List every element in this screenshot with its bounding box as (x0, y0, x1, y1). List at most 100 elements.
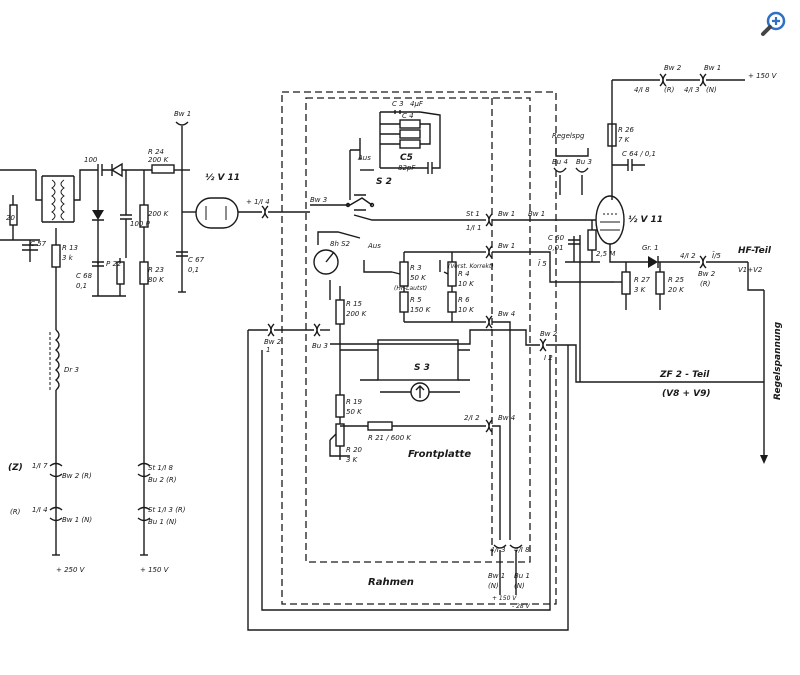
r5-val: 150 K (410, 306, 432, 314)
pin-14b-label: + 1/I 4 (246, 198, 270, 206)
z-label: (Z) (8, 463, 23, 473)
c100-label: 100 (84, 156, 98, 164)
dr3-label: Dr 3 (64, 366, 79, 374)
n-bot2-label: (N) (514, 582, 525, 590)
c5-label: C5 (400, 153, 413, 163)
r13-label: R 13 (62, 244, 78, 252)
c60-label: C 60 (548, 234, 565, 242)
st-18-label: St 1/I 8 (148, 464, 174, 472)
frontplatte-label: Frontplatte (408, 449, 471, 460)
r27-val: 3 K (634, 286, 647, 294)
rahmen-frame (281, 91, 557, 605)
gr1-label: Gr. 1 (642, 244, 659, 252)
c57-label: C 57 (30, 240, 47, 248)
c4-label: C 4 (402, 112, 414, 120)
bw2-hf-label: Bw 2 (698, 270, 716, 278)
r3-label: R 3 (410, 264, 422, 272)
st-113-label: St 1/I 3 (R) (148, 506, 186, 514)
pin-11-label: 1/I 1 (466, 224, 482, 232)
c5-val: 82pF (398, 164, 416, 172)
pin-3-label: 4/I 3 (490, 546, 506, 554)
aus2-label: Aus (367, 242, 381, 250)
bu2-r-label: Bu 2 (R) (148, 476, 177, 484)
r15-label: R 15 (346, 300, 363, 308)
bw3-label: Bw 3 (310, 196, 327, 204)
r25-label: R 25 (668, 276, 685, 284)
r20b-label: R 20 (346, 446, 363, 454)
supply-150v-bottom: + 150 V (140, 566, 170, 574)
c68-val: 0,1 (76, 282, 87, 290)
r19-val: 50 K (346, 408, 363, 416)
supply-250v: + 250 V (56, 566, 86, 574)
r24-label: R 24 (148, 148, 164, 156)
r19-label: R 19 (346, 398, 363, 406)
right-tube-section (540, 73, 768, 464)
zf-teil-label: ZF 2 - Teil (659, 370, 710, 380)
c60-val: 0,01 (548, 244, 564, 252)
c100b-label: 100 P (130, 220, 151, 228)
st-i1-label: St 1 (466, 210, 480, 218)
left-input-section (0, 121, 310, 556)
supply-28v: - 28 V (512, 603, 531, 610)
bw2-left-label: Bw 2 (264, 338, 282, 346)
s3-label: S 3 (414, 363, 430, 373)
aus-label: Aus (357, 154, 371, 162)
c68-label: C 68 (76, 272, 93, 280)
r27-label: R 27 (634, 276, 651, 284)
r20-left-label: 20 (6, 214, 15, 222)
bw2-r-label: Bw 2 (R) (62, 472, 92, 480)
bw1-mid-label: Bw 1 (498, 210, 515, 218)
bw1-n-label: Bw 1 (N) (62, 516, 92, 524)
bw2-hf-r-label: (R) (700, 280, 711, 288)
pin-14-label: 1/I 4 (32, 506, 48, 514)
st-i5-label: Ī 5 (538, 259, 547, 268)
r22-val: 200 K (148, 210, 170, 218)
bw1-tr-label: Bw 1 (704, 64, 721, 72)
s2-mid-label: 8h S2 (330, 240, 351, 248)
r4-label: R 4 (458, 270, 470, 278)
c64-label: C 64 / 0,1 (622, 150, 656, 158)
r21-label: R 21 / 600 K (368, 434, 412, 442)
hf-teil-tubes: V1+V2 (738, 266, 763, 274)
bw1-mid2-label: Bw 1 (498, 242, 515, 250)
bw4-b-label: Bw 4 (498, 414, 515, 422)
supply-150v-rahmen: + 150 V (492, 595, 517, 602)
pin-18-label: 4/I 8 (634, 86, 650, 94)
one-label: 1 (266, 346, 270, 354)
r26-label: R 26 (618, 126, 635, 134)
pin-8-label: 4/I 8 (514, 546, 530, 554)
supply-150v-top: + 150 V (748, 72, 778, 80)
r6-val: 10 K (458, 306, 475, 314)
zoom-in-button[interactable] (760, 10, 788, 38)
bu3-left-label: Bu 3 (312, 342, 328, 350)
bu4-label: Bu 4 (552, 158, 568, 166)
r-tr-label: (R) (664, 86, 675, 94)
r-label: (R) (10, 508, 21, 516)
tube-v11-left-label: ½ V 11 (205, 173, 240, 183)
r6-label: R 6 (458, 296, 470, 304)
bu3-label: Bu 3 (576, 158, 592, 166)
bw4-a-label: Bw 4 (498, 310, 515, 318)
bw1-top-label: Bw 1 (174, 110, 191, 118)
r4-val: 10 K (458, 280, 475, 288)
pin-17-label: 1/I 7 (32, 462, 48, 470)
r15-val: 200 K (346, 310, 368, 318)
tube-v11-right-label: ½ V 11 (628, 215, 663, 225)
c3-val: 4μF (410, 100, 424, 108)
r23-val: 80 K (148, 276, 165, 284)
switch-section (247, 110, 569, 631)
p22-label: P 22 (106, 260, 122, 268)
st-i2-label: Bw 1 (528, 210, 545, 218)
n-bot-label: (N) (488, 582, 499, 590)
r23-label: R 23 (148, 266, 164, 274)
bu1-n-label: Bu 1 (N) (148, 518, 177, 526)
r3-val: 50 K (410, 274, 427, 282)
pin-hf-a: 4/I 2 (680, 252, 696, 260)
frontplatte-frame (305, 97, 531, 563)
n-tr-label: (N) (706, 86, 717, 94)
r20b-val: 3 K (346, 456, 359, 464)
bu1-bot-label: Bu 1 (514, 572, 530, 580)
verst-korr-label: (Verst. Korrekt) (448, 263, 494, 270)
pin-113-label: 4/I 3 (684, 86, 700, 94)
